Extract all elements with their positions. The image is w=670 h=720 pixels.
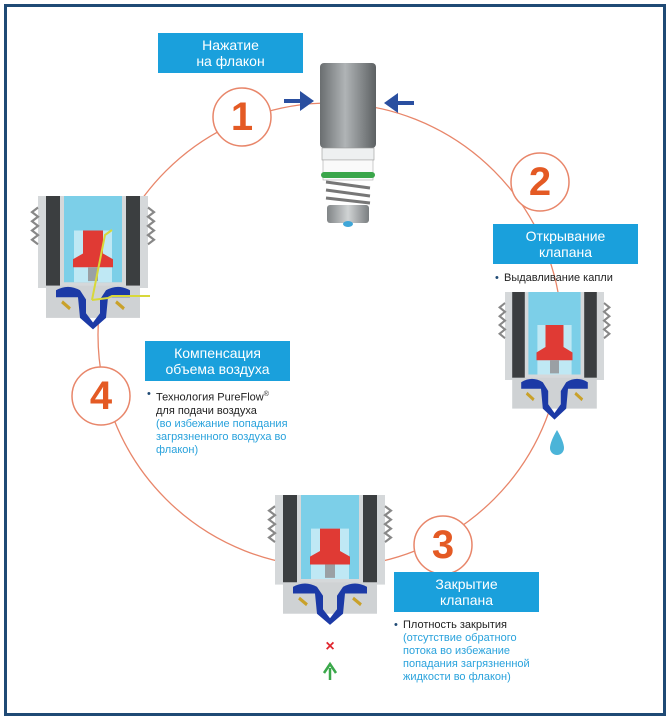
step-1-label: Нажатие на флакон (158, 33, 303, 73)
step-number-1: 1 (230, 95, 254, 139)
step-4-title-line1: Компенсация (174, 345, 261, 361)
step-number-2: 2 (528, 160, 552, 204)
step-3-note: • Плотность закрытия (отсутствие обратно… (394, 619, 530, 683)
step-4-note-line: (во избежание попадания (156, 417, 288, 430)
step-4-circle (71, 366, 131, 426)
step-2-bullet: Выдавливание капли (504, 272, 613, 284)
step-4-note: • Технология PureFlow® для подачи воздух… (147, 388, 288, 456)
step-3-note-line: попадания загрязненной (403, 658, 530, 670)
step-4-label: Компенсация объема воздуха (145, 341, 290, 381)
step-4-bullet-line1: Технология PureFlow (156, 391, 264, 404)
valve-illustration-step3 (267, 493, 393, 627)
step-4-note-line: загрязненного воздуха во (156, 430, 287, 443)
step-number-4: 4 (89, 374, 113, 418)
bottle-illustration (320, 63, 376, 227)
press-arrow-left-icon (284, 91, 314, 111)
valve-illustration-step2 (497, 290, 612, 422)
diagram-frame (4, 4, 666, 716)
step-3-title-line1: Закрытие (435, 576, 498, 592)
step-2-title-line1: Открывание (525, 228, 606, 244)
step-1-circle (212, 87, 272, 147)
step-2-label: Открывание клапана (493, 224, 638, 264)
step-4-bullet-line2: для подачи воздуха (156, 404, 257, 417)
step-3-note-line: (отсутствие обратного (403, 632, 517, 644)
step-3-label: Закрытие клапана (394, 572, 539, 612)
step-3-note-line: потока во избежание (403, 645, 511, 657)
step-1-title-line2: на флакон (196, 53, 265, 69)
step-4-note-line: флакон) (156, 443, 199, 456)
registered-mark: ® (263, 391, 269, 398)
step-3-title-line2: клапана (439, 592, 494, 608)
up-arrow-icon (322, 661, 338, 680)
step-2-circle (510, 152, 570, 212)
step-4-title-line2: объема воздуха (165, 361, 270, 377)
step-1-title-line1: Нажатие (202, 37, 259, 53)
step-3-bullet: Плотность закрытия (403, 619, 508, 631)
valve-illustration-step4 (30, 194, 156, 332)
drop-icon (550, 430, 564, 455)
step-number-3: 3 (431, 523, 455, 567)
step-2-title-line2: клапана (538, 244, 593, 260)
step-2-note: • Выдавливание капли (495, 272, 613, 284)
blocked-x-icon: × (325, 638, 335, 655)
step-3-note-line: жидкости во флакон) (403, 671, 511, 683)
press-arrow-right-icon (384, 93, 414, 113)
